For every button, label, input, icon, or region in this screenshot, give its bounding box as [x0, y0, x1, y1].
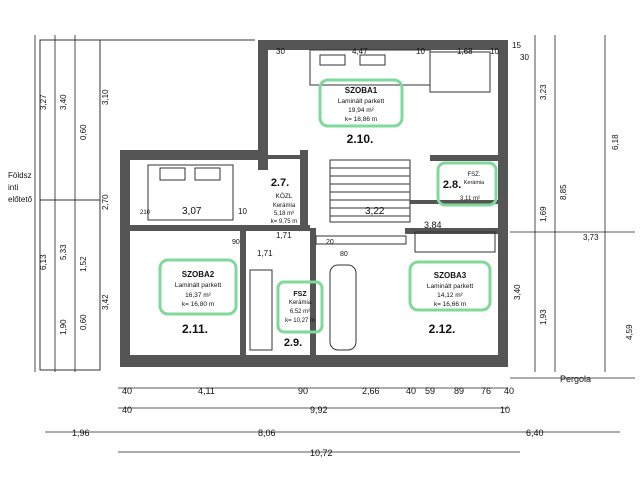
room-perimeter-szoba1: k= 18,86 m — [345, 116, 377, 123]
room-id-210: 2.10. — [347, 132, 374, 146]
label-inti: inti — [8, 183, 18, 192]
room-name-fsz-29: FSZ — [293, 291, 307, 298]
dim-right-2: 8,85 — [559, 184, 568, 200]
room-area-fsz-28: 3,11 m² — [460, 196, 480, 202]
dim-top-4: 10 — [490, 47, 499, 56]
dim-b3-2: 6,40 — [526, 428, 544, 438]
highlight-fsz-28 — [436, 161, 498, 207]
room-floor-kozl: Kerámia — [273, 203, 296, 209]
dim-left-1: 3,40 — [59, 94, 68, 110]
label-elotet: előtető — [8, 195, 33, 204]
highlight-szoba2 — [158, 258, 238, 316]
dim-left-4: 6,13 — [39, 254, 48, 270]
room-perimeter-kozl: k= 9,75 m — [271, 219, 298, 225]
room-area-szoba2: 16,37 m² — [185, 292, 211, 299]
room-perimeter-szoba2: k= 16,80 m — [182, 301, 214, 308]
room-area-szoba3: 14,12 m² — [437, 292, 463, 299]
porch-roof-outline — [39, 39, 255, 371]
room-floor-szoba2: Laminált parkett — [175, 282, 221, 289]
dim-b4-0: 10,72 — [310, 448, 333, 458]
dim-b1-6: 89 — [454, 386, 464, 396]
room-name-fsz-28: FSZ. — [468, 172, 481, 178]
dim-b1-7: 76 — [481, 386, 491, 396]
dim-inner-1: 3,22 — [365, 206, 385, 217]
room-id-27: 2.7. — [271, 177, 289, 189]
highlight-fsz-29 — [276, 280, 324, 334]
room-name-szoba2: SZOBA2 — [182, 270, 215, 279]
dim-top-6: 30 — [520, 53, 529, 62]
dim-top-3: 1,68 — [457, 47, 473, 56]
dim-inner-8: 20 — [326, 239, 334, 246]
dim-b2-2: 10 — [500, 405, 510, 415]
dim-inner-4: 1,71 — [257, 249, 273, 258]
dim-right-3: 1,69 — [539, 206, 548, 222]
dim-left-3: 2,70 — [101, 194, 110, 210]
dim-b2-0: 40 — [122, 405, 132, 415]
room-floor-szoba3: Laminált parkett — [427, 283, 473, 290]
dim-left-6: 1,52 — [79, 256, 88, 272]
dim-inner-2: 1,71 — [276, 231, 292, 240]
dim-inner-3: 3,84 — [424, 220, 442, 230]
dim-b1-5: 59 — [425, 386, 435, 396]
staircase — [315, 159, 411, 245]
room-floor-szoba1: Laminált parkett — [338, 98, 384, 105]
label-pergola: Pergola — [560, 374, 591, 384]
room-area-szoba1: 19,94 m² — [348, 107, 374, 114]
room-name-szoba3: SZOBA3 — [434, 271, 467, 280]
dim-left-2: 3,10 — [101, 89, 110, 105]
dim-right-1: 6,18 — [611, 134, 620, 150]
room-perimeter-szoba3: k= 16,66 m — [434, 301, 466, 308]
dim-right-7: 3,40 — [513, 284, 522, 300]
dim-inner-6: 90 — [232, 239, 240, 246]
dim-inner-9: 80 — [340, 251, 348, 258]
room-id-211: 2.11. — [182, 322, 208, 336]
room-floor-fsz-28: Kerámia — [464, 180, 485, 186]
dim-b3-1: 8,06 — [258, 428, 276, 438]
dim-b1-2: 90 — [298, 386, 308, 396]
dim-right-5: 1,93 — [539, 309, 548, 325]
highlight-szoba3 — [408, 260, 492, 312]
room-perimeter-fsz-29: k= 10,27 m — [285, 318, 315, 324]
dim-left-9: 0,60 — [79, 314, 88, 330]
dim-inner-5: 10 — [238, 207, 247, 216]
room-id-28: 2.8. — [443, 179, 461, 191]
room-floor-fsz-29: Kerámia — [289, 300, 312, 306]
dim-b1-0: 40 — [122, 386, 132, 396]
dim-left-10: 0,60 — [79, 124, 88, 140]
furniture — [147, 49, 496, 351]
room-area-fsz-29: 6,52 m² — [290, 309, 310, 315]
dim-left-5: 5,33 — [59, 244, 68, 260]
dim-right-0: 3,23 — [539, 84, 548, 100]
room-id-212: 2.12. — [429, 322, 456, 336]
dimension-lines — [34, 35, 635, 453]
building-walls — [120, 40, 508, 367]
dim-b1-1: 4,11 — [198, 386, 215, 396]
dim-left-7: 3,42 — [101, 294, 110, 310]
dim-top-0: 30 — [276, 47, 285, 56]
room-name-kozl: KÖZL — [276, 192, 293, 200]
dim-b1-8: 40 — [504, 386, 514, 396]
label-foldsz: Földsz — [8, 171, 32, 180]
dim-inner-7: 210 — [140, 210, 151, 216]
dim-b1-4: 40 — [406, 386, 416, 396]
room-area-kozl: 5,18 m² — [274, 211, 294, 217]
dim-right-6: 4,59 — [625, 324, 634, 340]
dim-top-2: 10 — [416, 47, 425, 56]
dim-b3-0: 1,96 — [72, 428, 90, 438]
dim-top-5: 15 — [512, 41, 521, 50]
room-name-szoba1: SZOBA1 — [345, 86, 378, 95]
highlight-szoba1 — [318, 78, 404, 128]
room-id-29: 2.9. — [284, 337, 302, 349]
dim-b2-1: 9,92 — [310, 405, 328, 415]
dim-left-0: 3,27 — [39, 94, 48, 110]
dim-right-4: 3,73 — [583, 233, 599, 242]
dim-b1-3: 2,66 — [362, 386, 380, 396]
dim-left-8: 1,90 — [59, 319, 68, 335]
dim-inner-0: 3,07 — [182, 206, 202, 217]
dim-top-1: 4,47 — [352, 47, 368, 56]
